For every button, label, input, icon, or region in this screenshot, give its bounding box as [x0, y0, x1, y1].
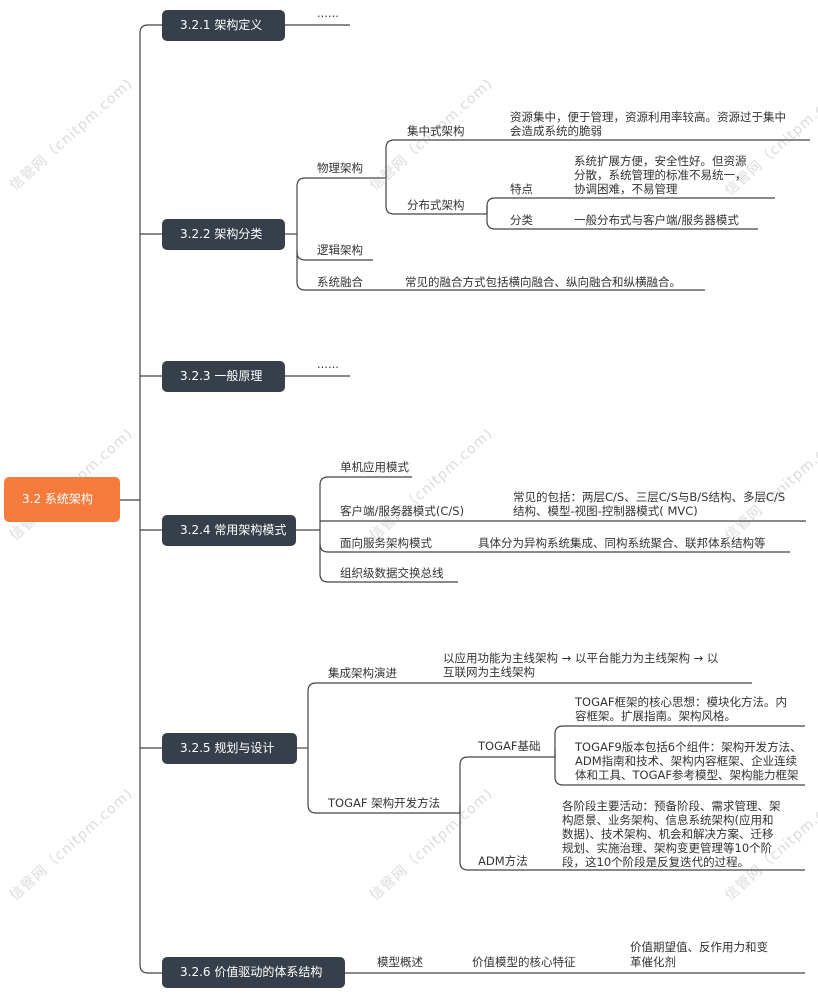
evolution-desc-1[interactable]: 以应用功能为主线架构 → 以平台能力为主线架构 → 以: [443, 651, 719, 665]
topic-fusion[interactable]: 系统融合: [317, 275, 363, 289]
node-3-2-1[interactable]: 3.2.1 架构定义: [162, 10, 285, 41]
adm-desc-3[interactable]: 数据)、技术架构、机会和解决方案、迁移: [562, 827, 774, 841]
topic-standalone[interactable]: 单机应用模式: [340, 460, 409, 474]
togaf-core-1[interactable]: TOGAF框架的核心思想：模块化方法。内: [575, 695, 787, 709]
topic-logical[interactable]: 逻辑架构: [317, 243, 363, 257]
core-desc-1[interactable]: 价值期望值、反作用力和变: [630, 940, 768, 954]
features-desc-2[interactable]: 分散，系统管理的标准不易统一，: [574, 168, 747, 182]
togaf9-1[interactable]: TOGAF9版本包括6个组件：架构开发方法、: [575, 740, 802, 754]
topic-togaf-basics[interactable]: TOGAF基础: [478, 739, 541, 753]
ellipsis-topic[interactable]: ......: [317, 6, 339, 20]
node-3-2-4[interactable]: 3.2.4 常用架构模式: [162, 515, 296, 546]
ellipsis-topic[interactable]: ......: [317, 357, 339, 371]
soa-desc[interactable]: 具体分为异构系统集成、同构系统聚合、联邦体系结构等: [478, 536, 766, 550]
categories-desc[interactable]: 一般分布式与客户端/服务器模式: [574, 213, 739, 227]
centralized-desc-1[interactable]: 资源集中，便于管理，资源利用率较高。资源过于集中: [510, 110, 786, 124]
topic-categories[interactable]: 分类: [510, 213, 533, 227]
cs-desc-1[interactable]: 常见的包括：两层C/S、三层C/S与B/S结构、多层C/S: [513, 490, 786, 504]
topic-overview[interactable]: 模型概述: [377, 955, 423, 969]
adm-desc-4[interactable]: 规划、实施治理、架构变更管理等10个阶: [562, 841, 773, 855]
node-3-2-6[interactable]: 3.2.6 价值驱动的体系结构: [162, 957, 345, 988]
fusion-desc[interactable]: 常见的融合方式包括横向融合、纵向融合和纵横融合。: [405, 275, 681, 289]
adm-desc-5[interactable]: 段，这10个阶段是反复迭代的过程。: [562, 855, 750, 869]
topic-core-features[interactable]: 价值模型的核心特征: [472, 955, 576, 969]
topic-distributed[interactable]: 分布式架构: [407, 198, 465, 212]
cs-desc-2[interactable]: 结构、模型-视图-控制器模式( MVC): [513, 504, 698, 518]
adm-desc-1[interactable]: 各阶段主要活动：预备阶段、需求管理、架: [562, 799, 781, 813]
togaf9-2[interactable]: ADM指南和技术、架构内容框架、企业连续: [575, 754, 798, 768]
togaf9-3[interactable]: 体和工具、TOGAF参考模型、架构能力框架: [575, 768, 799, 782]
node-3-2-3[interactable]: 3.2.3 一般原理: [162, 361, 285, 392]
core-desc-2[interactable]: 革催化剂: [630, 955, 676, 969]
topic-centralized[interactable]: 集中式架构: [407, 124, 465, 138]
features-desc-1[interactable]: 系统扩展方便，安全性好。但资源: [574, 154, 747, 168]
topic-togaf-method[interactable]: TOGAF 架构开发方法: [328, 796, 441, 810]
topic-soa[interactable]: 面向服务架构模式: [340, 536, 432, 550]
topic-evolution[interactable]: 集成架构演进: [328, 666, 397, 680]
node-3-2-2[interactable]: 3.2.2 架构分类: [162, 219, 285, 250]
topic-adm[interactable]: ADM方法: [478, 854, 528, 868]
adm-desc-2[interactable]: 构愿景、业务架构、信息系统架构(应用和: [562, 813, 774, 827]
evolution-desc-2[interactable]: 互联网为主线架构: [443, 665, 535, 679]
topic-bus[interactable]: 组织级数据交换总线: [340, 566, 444, 580]
features-desc-3[interactable]: 协调困难，不易管理: [574, 182, 678, 196]
centralized-desc-2[interactable]: 会造成系统的脆弱: [510, 124, 602, 138]
topic-features[interactable]: 特点: [510, 182, 533, 196]
topic-cs[interactable]: 客户端/服务器模式(C/S): [340, 504, 465, 518]
root-node[interactable]: 3.2 系统架构: [4, 477, 120, 522]
node-3-2-5[interactable]: 3.2.5 规划与设计: [162, 733, 297, 764]
topic-physical[interactable]: 物理架构: [317, 161, 363, 175]
togaf-core-2[interactable]: 容框架。扩展指南。架构风格。: [575, 709, 736, 723]
